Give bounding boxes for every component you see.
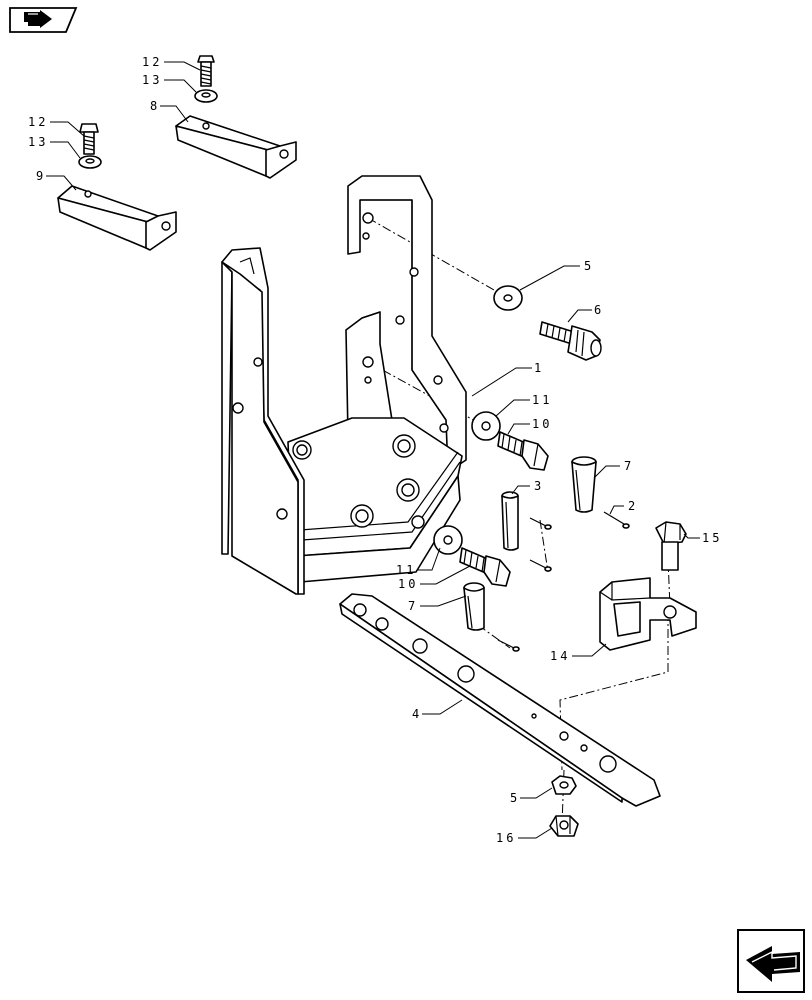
callout-13: 13 [142, 73, 162, 87]
callout-10: 10 [532, 417, 552, 431]
nut-5-lower [551, 775, 577, 795]
breadcrumb-arrow-icon[interactable] [9, 7, 78, 33]
callout-12: 12 [28, 115, 48, 129]
hitch-bracket-14 [599, 577, 697, 651]
callout-11: 11 [396, 563, 416, 577]
bolt-12-lower [79, 123, 99, 155]
washer-13-upper [194, 89, 218, 103]
clip-2 [603, 511, 630, 529]
washer-11-upper [471, 411, 501, 441]
callout-6: 6 [594, 303, 604, 317]
bolt-12-upper [197, 55, 215, 87]
callout-2: 2 [628, 499, 638, 513]
callout-5: 5 [584, 259, 594, 273]
callout-5: 5 [510, 791, 520, 805]
bent-bracket-9 [57, 185, 177, 251]
callout-1: 1 [534, 361, 544, 375]
callout-4: 4 [412, 707, 422, 721]
callout-13: 13 [28, 135, 48, 149]
socket-bolt-6 [539, 321, 602, 361]
callout-10: 10 [398, 577, 418, 591]
hex-bolt-10-lower [459, 547, 511, 587]
washer-11-lower [433, 525, 463, 555]
callout-12: 12 [142, 55, 162, 69]
pin-7-lower [463, 582, 520, 652]
callout-14: 14 [550, 649, 570, 663]
next-page-arrow-icon[interactable] [737, 929, 805, 993]
callout-labels: 12 13 8 12 13 9 5 6 1 11 10 7 3 2 15 11 … [28, 55, 722, 845]
callout-8: 8 [150, 99, 160, 113]
washer-13-lower [78, 155, 102, 169]
leader-lines [46, 61, 700, 839]
callout-11: 11 [532, 393, 552, 407]
hex-bolt-10-upper [497, 431, 549, 471]
pin-7-upper [571, 456, 597, 513]
callout-16: 16 [496, 831, 516, 845]
callout-3: 3 [534, 479, 544, 493]
bent-bracket-8 [175, 115, 297, 179]
washer-5-upper [493, 285, 523, 311]
callout-7: 7 [408, 599, 418, 613]
pin-3 [501, 491, 552, 572]
drawbar-4 [339, 593, 661, 807]
callout-9: 9 [36, 169, 46, 183]
hex-bolt-15 [655, 521, 687, 571]
main-bracket [221, 175, 467, 595]
nut-16 [549, 815, 579, 837]
callout-7: 7 [624, 459, 634, 473]
callout-15: 15 [702, 531, 722, 545]
